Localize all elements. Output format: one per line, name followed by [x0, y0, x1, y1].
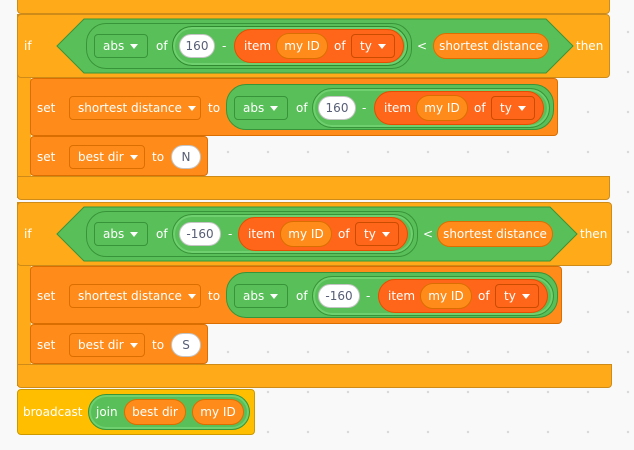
variable-dropdown[interactable]: best dir: [69, 333, 145, 357]
previous-block-bottom[interactable]: [17, 0, 610, 14]
chevron-down-icon: [517, 106, 526, 111]
number-input[interactable]: -160: [179, 222, 221, 246]
if-block-1-footer[interactable]: [17, 176, 610, 200]
minus-operator: -: [366, 289, 371, 303]
text-input[interactable]: S: [171, 333, 201, 357]
to-keyword: to: [152, 338, 165, 352]
abs-dropdown-label: abs: [103, 39, 125, 53]
if-keyword: if: [24, 39, 32, 53]
my-id-variable[interactable]: my ID: [276, 33, 328, 59]
chevron-down-icon: [270, 294, 279, 299]
my-id-variable[interactable]: my ID: [280, 221, 332, 247]
number-input[interactable]: -160: [318, 284, 360, 308]
chevron-down-icon: [187, 106, 196, 111]
of-keyword: of: [156, 227, 168, 241]
abs-dropdown[interactable]: abs: [94, 222, 148, 246]
list-dropdown[interactable]: ty: [351, 34, 395, 58]
set-keyword: set: [37, 150, 56, 164]
set-keyword: set: [37, 338, 56, 352]
of-keyword: of: [296, 101, 308, 115]
of-keyword: of: [474, 101, 486, 115]
set-best-dir-block[interactable]: [30, 136, 208, 176]
chevron-down-icon: [129, 155, 138, 160]
variable-dropdown-label: shortest distance: [78, 289, 182, 303]
set-keyword: set: [37, 289, 56, 303]
my-id-variable[interactable]: my ID: [416, 95, 468, 121]
of-keyword: of: [478, 289, 490, 303]
of-keyword: of: [334, 39, 346, 53]
text-input[interactable]: N: [171, 145, 201, 169]
then-keyword: then: [580, 227, 608, 241]
list-dropdown-label: ty: [500, 101, 512, 115]
chevron-down-icon: [381, 232, 390, 237]
variable-dropdown[interactable]: shortest distance: [69, 284, 201, 308]
minus-operator: -: [222, 39, 227, 53]
list-dropdown[interactable]: ty: [495, 284, 539, 308]
chevron-down-icon: [187, 294, 196, 299]
then-keyword: then: [576, 39, 604, 53]
my-id-variable[interactable]: my ID: [420, 283, 472, 309]
chevron-down-icon: [130, 232, 139, 237]
variable-dropdown[interactable]: shortest distance: [69, 96, 201, 120]
shortest-distance-variable[interactable]: shortest distance: [437, 221, 553, 247]
of-keyword: of: [156, 39, 168, 53]
chevron-down-icon: [130, 44, 139, 49]
item-keyword: item: [244, 39, 272, 53]
my-id-variable[interactable]: my ID: [192, 399, 244, 425]
if-block-2-footer[interactable]: [17, 364, 612, 388]
less-than-operator: <: [417, 39, 428, 53]
item-keyword: item: [384, 101, 412, 115]
broadcast-keyword: broadcast: [23, 405, 83, 419]
join-keyword: join: [96, 405, 118, 419]
variable-dropdown-label: best dir: [78, 150, 124, 164]
abs-dropdown-label: abs: [243, 289, 265, 303]
chevron-down-icon: [270, 106, 279, 111]
of-keyword: of: [296, 289, 308, 303]
item-keyword: item: [248, 227, 276, 241]
list-dropdown-label: ty: [504, 289, 516, 303]
abs-dropdown-label: abs: [103, 227, 125, 241]
number-input[interactable]: 160: [318, 96, 356, 120]
number-input[interactable]: 160: [179, 34, 215, 58]
list-dropdown-label: ty: [360, 39, 372, 53]
item-keyword: item: [388, 289, 416, 303]
variable-dropdown-label: shortest distance: [78, 101, 182, 115]
abs-dropdown-label: abs: [243, 101, 265, 115]
to-keyword: to: [208, 289, 221, 303]
minus-operator: -: [362, 101, 367, 115]
variable-dropdown-label: best dir: [78, 338, 124, 352]
set-keyword: set: [37, 101, 56, 115]
to-keyword: to: [208, 101, 221, 115]
chevron-down-icon: [377, 44, 386, 49]
list-dropdown-label: ty: [364, 227, 376, 241]
abs-dropdown[interactable]: abs: [234, 96, 288, 120]
of-keyword: of: [338, 227, 350, 241]
shortest-distance-variable[interactable]: shortest distance: [433, 33, 549, 59]
to-keyword: to: [152, 150, 165, 164]
list-dropdown[interactable]: ty: [355, 222, 399, 246]
variable-dropdown[interactable]: best dir: [69, 145, 145, 169]
abs-dropdown[interactable]: abs: [94, 34, 148, 58]
if-keyword: if: [24, 227, 32, 241]
list-dropdown[interactable]: ty: [491, 96, 535, 120]
best-dir-variable[interactable]: best dir: [124, 399, 186, 425]
minus-operator: -: [228, 227, 233, 241]
less-than-operator: <: [423, 227, 434, 241]
chevron-down-icon: [521, 294, 530, 299]
abs-dropdown[interactable]: abs: [234, 284, 288, 308]
chevron-down-icon: [129, 343, 138, 348]
